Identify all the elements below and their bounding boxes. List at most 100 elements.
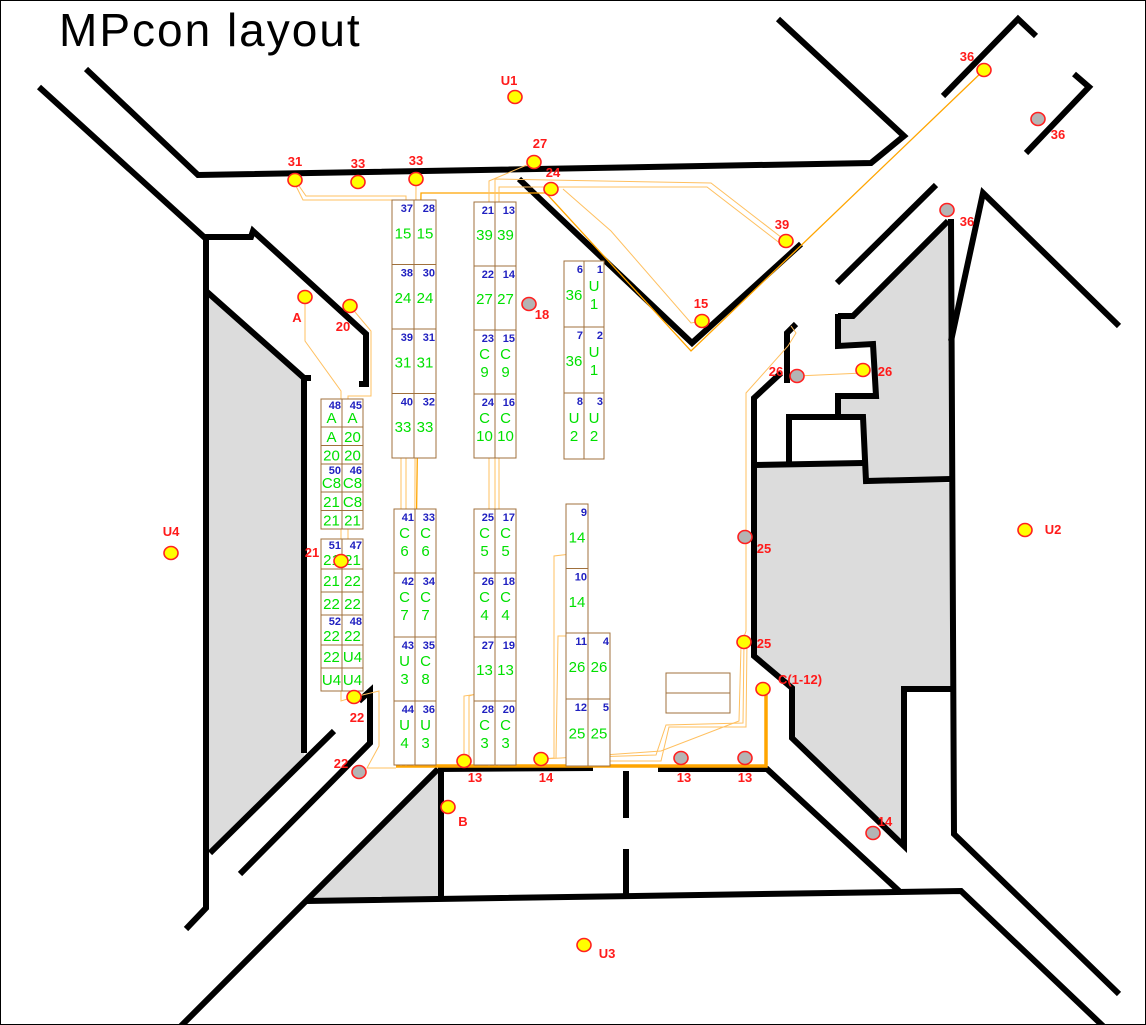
wall: [83, 16, 909, 179]
sensor-marker[interactable]: 15: [694, 296, 710, 329]
slot-label-line: 4: [480, 607, 488, 624]
inactive-sensor-dot[interactable]: [521, 296, 537, 312]
slot-label: U4: [343, 649, 362, 666]
active-sensor-dot[interactable]: [163, 545, 179, 561]
active-sensor-dot[interactable]: [976, 62, 992, 78]
equipment-racks: 1537152824382430313931313340333239213913…: [320, 199, 611, 767]
sensor-marker[interactable]: 25: [736, 634, 771, 652]
sensor-marker[interactable]: 24: [543, 165, 561, 197]
sensor-marker[interactable]: 31: [287, 154, 303, 188]
active-sensor-dot[interactable]: [346, 689, 362, 705]
inactive-sensor-dot[interactable]: [865, 825, 881, 841]
sensor-marker[interactable]: C(1-12): [755, 672, 822, 697]
slot-number: 31: [423, 332, 435, 344]
slot-label-line: 25: [569, 726, 586, 743]
sensor-marker[interactable]: 20: [336, 298, 358, 335]
inactive-sensor-dot[interactable]: [351, 764, 367, 780]
active-sensor-dot[interactable]: [694, 313, 710, 329]
slot-label-line: U: [589, 344, 600, 361]
slot-number: 9: [581, 507, 587, 519]
wall: [753, 460, 864, 468]
active-sensor-dot[interactable]: [543, 181, 559, 197]
active-sensor-dot[interactable]: [333, 553, 349, 569]
sensor-marker[interactable]: U1: [501, 73, 523, 105]
slot-label: 27: [476, 291, 493, 308]
sensor-marker[interactable]: 13: [737, 750, 753, 786]
sensor-marker[interactable]: 13: [456, 753, 482, 786]
slot-label-line: 22: [344, 596, 361, 613]
active-sensor-dot[interactable]: [736, 634, 752, 650]
active-sensor-dot[interactable]: [408, 171, 424, 187]
sensor-marker[interactable]: 14: [533, 751, 554, 786]
slot-number: 14: [503, 269, 516, 281]
sensor-marker[interactable]: A: [292, 289, 313, 326]
sensor-label: 14: [539, 770, 554, 785]
slot-label: 20: [344, 429, 361, 446]
active-sensor-dot[interactable]: [1017, 522, 1033, 538]
slot-label-line: 21: [323, 573, 340, 590]
sensor-marker[interactable]: 14: [865, 814, 893, 841]
slot-label-line: U4: [343, 649, 362, 666]
sensor-marker[interactable]: 36: [939, 202, 974, 230]
slot-label: 24: [395, 290, 412, 307]
inactive-sensor-dot[interactable]: [737, 750, 753, 766]
wall: [784, 321, 799, 383]
sensor-marker[interactable]: B: [440, 799, 468, 830]
active-sensor-dot[interactable]: [350, 174, 366, 190]
slot-label-line: A: [326, 429, 336, 446]
slot-number: 38: [401, 268, 413, 280]
slot-label-line: C: [399, 589, 410, 606]
wall: [183, 237, 209, 932]
active-sensor-dot[interactable]: [440, 799, 456, 815]
sensor-marker[interactable]: 39: [775, 217, 794, 249]
sensor-marker[interactable]: 33: [408, 153, 424, 187]
inactive-sensor-dot[interactable]: [673, 750, 689, 766]
slot-label: 22: [344, 596, 361, 613]
active-sensor-dot[interactable]: [456, 753, 472, 769]
active-sensor-dot[interactable]: [287, 172, 303, 188]
inactive-sensor-dot[interactable]: [939, 202, 955, 218]
sensor-marker[interactable]: 36: [960, 49, 992, 78]
sensor-marker[interactable]: 22: [346, 689, 364, 726]
inactive-sensor-dot[interactable]: [737, 529, 753, 545]
slot-label-line: 14: [569, 594, 586, 611]
sensor-marker[interactable]: U3: [576, 937, 615, 962]
inactive-sensor-dot[interactable]: [789, 368, 805, 384]
sensor-marker[interactable]: U4: [163, 524, 180, 561]
cable: [796, 372, 864, 377]
slot-number: 37: [401, 203, 413, 215]
sensor-marker[interactable]: 26: [855, 362, 892, 380]
sensor-marker[interactable]: 26: [769, 364, 805, 384]
inactive-sensor-dot[interactable]: [1030, 111, 1046, 127]
active-sensor-dot[interactable]: [855, 362, 871, 378]
wall: [237, 684, 373, 877]
sensor-marker[interactable]: 27: [526, 136, 547, 170]
active-sensor-dot[interactable]: [576, 937, 592, 953]
active-sensor-dot[interactable]: [533, 751, 549, 767]
sensor-marker[interactable]: 21: [305, 545, 349, 569]
sensor-marker[interactable]: 36: [1030, 111, 1065, 143]
sensor-marker[interactable]: U2: [1017, 522, 1061, 538]
sensor-marker[interactable]: 13: [673, 750, 691, 786]
active-sensor-dot[interactable]: [507, 89, 523, 105]
slot-label: 13: [476, 662, 493, 679]
wall: [658, 766, 902, 894]
sensor-marker[interactable]: 33: [350, 156, 366, 190]
sensor-marker[interactable]: 22: [334, 756, 367, 780]
active-sensor-dot[interactable]: [778, 233, 794, 249]
slot-label-line: 1: [590, 362, 598, 379]
active-sensor-dot[interactable]: [526, 154, 542, 170]
sensor-marker[interactable]: 18: [521, 296, 549, 323]
slot-label-line: C: [420, 589, 431, 606]
slot-label-line: C: [479, 346, 490, 363]
rack-slot[interactable]: [587, 698, 611, 767]
sensor-marker[interactable]: 25: [737, 529, 771, 557]
active-sensor-dot[interactable]: [297, 289, 313, 305]
active-sensor-dot[interactable]: [755, 681, 771, 697]
active-sensor-dot[interactable]: [342, 298, 358, 314]
